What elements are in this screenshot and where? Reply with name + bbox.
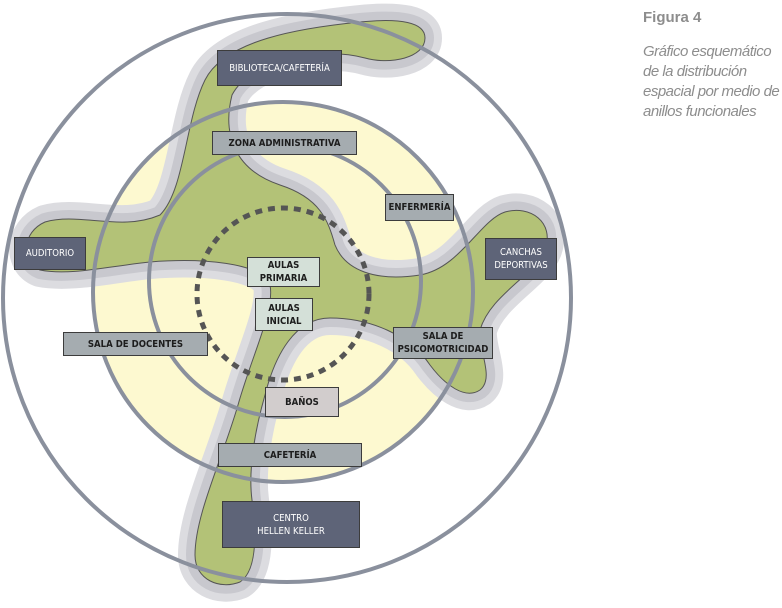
label-aulas-primaria: AULAS PRIMARIA — [247, 257, 320, 287]
label-sala-docentes: SALA DE DOCENTES — [63, 332, 208, 356]
outer-ring — [1, 12, 573, 584]
label-biblioteca-cafeteria: BIBLIOTECA/CAFETERÍA — [217, 50, 342, 86]
label-banos: BAÑOS — [265, 387, 339, 417]
label-auditorio: AUDITORIO — [14, 237, 86, 270]
figure-title: Figura 4 — [643, 9, 702, 26]
label-zona-administrativa: ZONA ADMINISTRATIVA — [212, 131, 357, 155]
label-sala-psicomotricidad: SALA DE PSICOMOTRICIDAD — [393, 327, 493, 359]
label-enfermeria: ENFERMERÍA — [385, 194, 454, 221]
middle-ring — [91, 100, 475, 484]
label-cafeteria: CAFETERÍA — [218, 443, 362, 467]
figure-caption: Gráfico esquemático de la distribución e… — [643, 43, 780, 120]
label-centro-hellen-keller: CENTRO HELLEN KELLER — [222, 501, 360, 548]
core-dashed-ring — [194, 205, 372, 383]
label-canchas-deportivas: CANCHAS DEPORTIVAS — [485, 238, 557, 280]
label-aulas-inicial: AULAS INICIAL — [255, 298, 313, 331]
